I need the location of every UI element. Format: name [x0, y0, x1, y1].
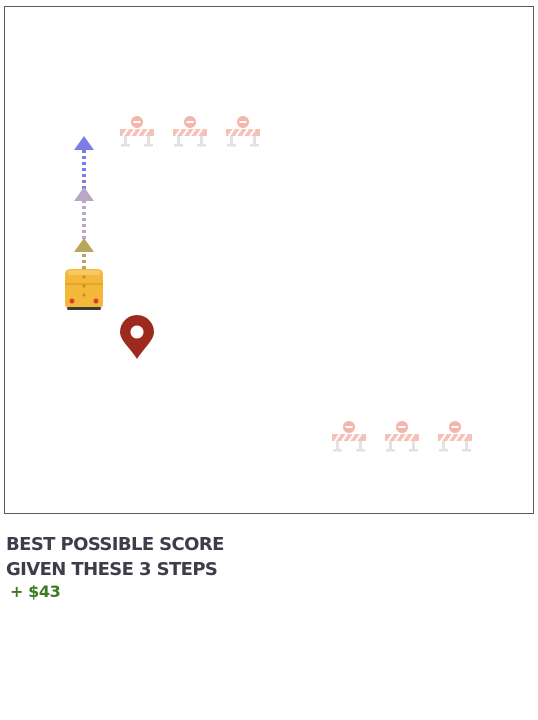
score-value: + $43: [10, 582, 61, 601]
barricade-icon: [384, 420, 420, 453]
barricade-icon: [437, 420, 473, 453]
score-caption-line-1: BEST POSSIBLE SCORE: [6, 534, 224, 555]
score-panel: BEST POSSIBLE SCORE GIVEN THESE 3 STEPS …: [6, 532, 306, 602]
step-2-arrow-icon: [74, 187, 94, 245]
school-bus-icon: [65, 269, 103, 310]
barricade-icon: [172, 115, 208, 148]
map-pin-icon: [120, 315, 154, 359]
score-caption-line-2: GIVEN THESE 3 STEPS: [6, 559, 218, 580]
step-3-arrow-icon: [74, 136, 94, 195]
game-board-canvas: [65, 115, 473, 453]
barricade-icon: [225, 115, 261, 148]
barricade-icon: [331, 420, 367, 453]
barricade-icon: [119, 115, 155, 148]
step-1-arrow-icon: [74, 238, 94, 269]
game-board: [4, 6, 534, 514]
